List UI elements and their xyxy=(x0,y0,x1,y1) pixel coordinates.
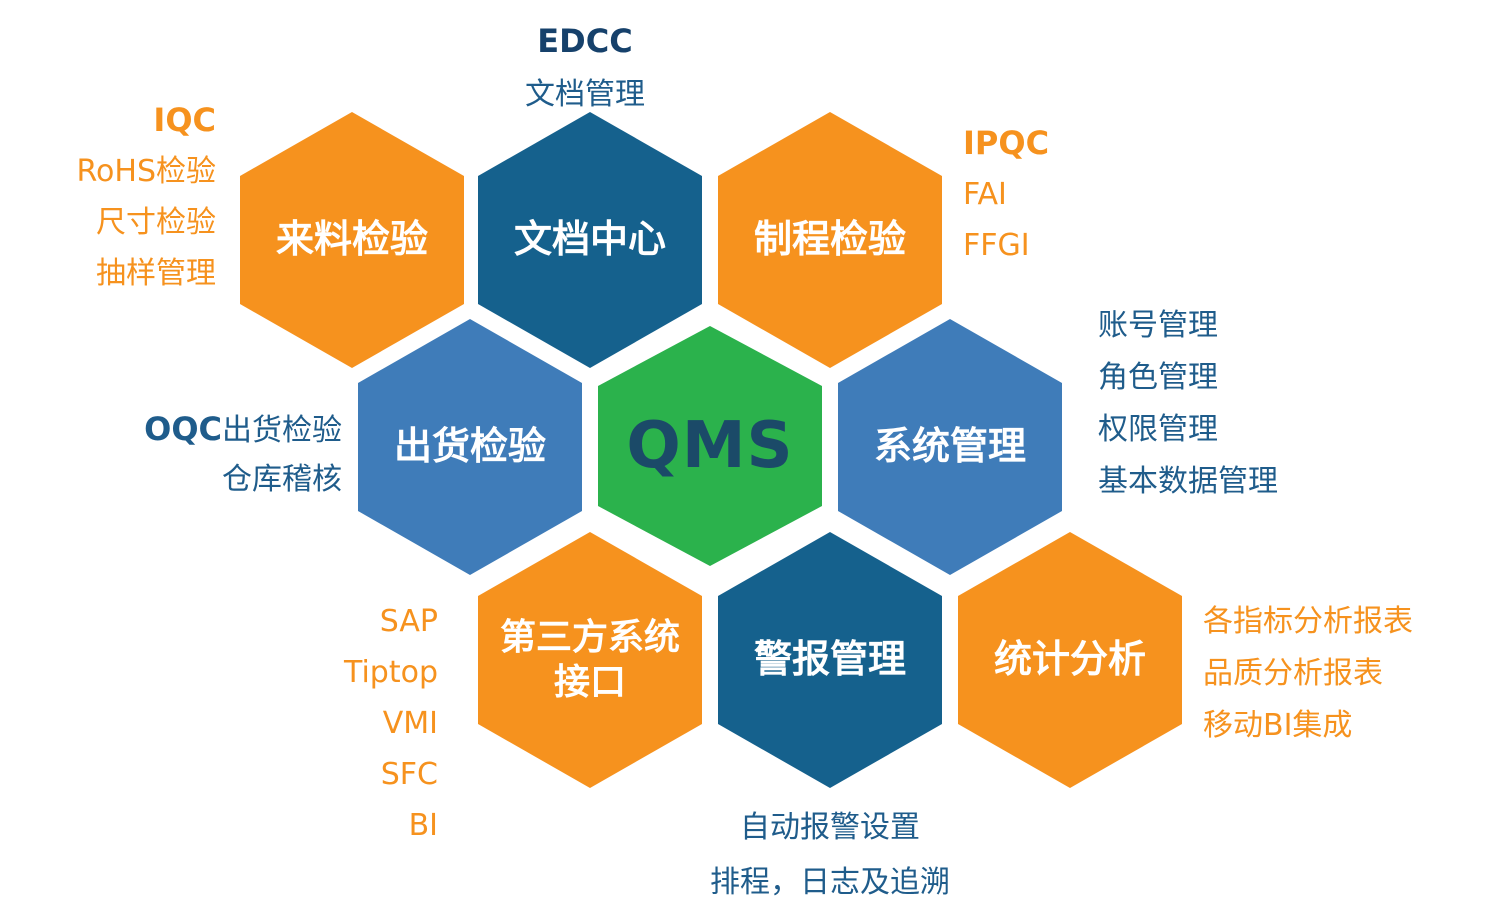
note-third-party-item: SAP xyxy=(379,604,438,639)
note-statistics-item: 各指标分析报表 xyxy=(1203,604,1413,639)
note-system-item: 基本数据管理 xyxy=(1098,464,1278,499)
hex-alarm-management-label: 警报管理 xyxy=(753,637,906,682)
note-system-item: 角色管理 xyxy=(1098,360,1218,395)
hex-third-party-interface: 第三方系统 接口 xyxy=(478,532,702,788)
note-iqc: IQC RoHS检验 尺寸检验 抽样管理 xyxy=(28,95,216,299)
note-ipqc-item: FAI xyxy=(963,177,1007,212)
note-ipqc-item: FFGI xyxy=(963,228,1030,263)
note-oqc-title: OQC xyxy=(144,410,222,448)
hex-incoming-inspection: 来料检验 xyxy=(240,112,464,368)
hex-system-management: 系统管理 xyxy=(838,319,1062,575)
note-oqc-title-line: OQC出货检验 xyxy=(60,405,342,455)
note-statistics-item: 移动BI集成 xyxy=(1203,708,1353,743)
note-iqc-item: 抽样管理 xyxy=(96,256,216,291)
note-statistics: 各指标分析报表 品质分析报表 移动BI集成 xyxy=(1203,596,1496,752)
note-edcc-title: EDCC xyxy=(537,22,633,60)
hex-third-party-interface-line1: 第三方系统 xyxy=(499,617,680,658)
note-edcc-item: 文档管理 xyxy=(525,77,645,112)
hex-document-center: 文档中心 xyxy=(478,112,702,368)
hex-process-inspection-label: 制程检验 xyxy=(753,217,906,262)
note-oqc-title-suffix: 出货检验 xyxy=(222,413,342,448)
note-third-party: SAP Tiptop VMI SFC BI xyxy=(295,596,438,851)
note-third-party-item: Tiptop xyxy=(344,655,438,690)
note-iqc-item: RoHS检验 xyxy=(76,154,216,189)
note-oqc-item: 仓库稽核 xyxy=(222,462,342,497)
hex-alarm-management: 警报管理 xyxy=(718,532,942,788)
note-alarm: 自动报警设置 排程，日志及追溯 xyxy=(630,800,1030,910)
hex-process-inspection: 制程检验 xyxy=(718,112,942,368)
note-alarm-item: 自动报警设置 xyxy=(740,810,920,845)
hex-statistical-analysis-label: 统计分析 xyxy=(993,637,1146,682)
hex-incoming-inspection-label: 来料检验 xyxy=(275,217,428,262)
note-edcc: EDCC 文档管理 xyxy=(455,14,715,122)
note-system-management: 账号管理 角色管理 权限管理 基本数据管理 xyxy=(1098,300,1398,508)
hex-shipping-inspection: 出货检验 xyxy=(358,319,582,575)
note-third-party-item: SFC xyxy=(380,757,438,792)
note-system-item: 账号管理 xyxy=(1098,308,1218,343)
note-third-party-item: BI xyxy=(408,808,438,843)
note-iqc-title: IQC xyxy=(153,101,216,139)
hex-shipping-inspection-label: 出货检验 xyxy=(393,424,546,469)
note-ipqc-title: IPQC xyxy=(963,124,1050,162)
note-alarm-item: 排程，日志及追溯 xyxy=(710,865,950,900)
hex-third-party-interface-line2: 接口 xyxy=(553,662,626,703)
note-statistics-item: 品质分析报表 xyxy=(1203,656,1383,691)
hex-system-management-label: 系统管理 xyxy=(873,424,1026,469)
note-iqc-item: 尺寸检验 xyxy=(96,205,216,240)
note-oqc: OQC出货检验 仓库稽核 xyxy=(60,405,342,504)
note-third-party-item: VMI xyxy=(382,706,438,741)
note-ipqc: IPQC FAI FFGI xyxy=(963,118,1183,271)
hex-document-center-label: 文档中心 xyxy=(513,217,666,262)
qms-title: QMS xyxy=(626,409,794,483)
note-system-item: 权限管理 xyxy=(1098,412,1218,447)
hex-qms-center: QMS xyxy=(598,326,822,566)
hex-statistical-analysis: 统计分析 xyxy=(958,532,1182,788)
